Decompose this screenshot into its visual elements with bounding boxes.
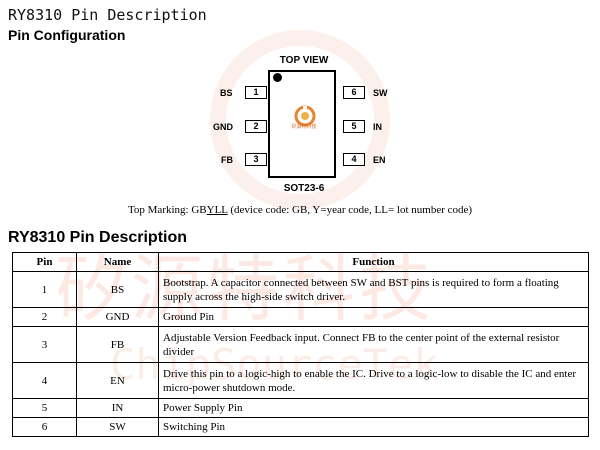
marking-prefix: Top Marking: GB [127, 204, 207, 216]
pin-label-gnd: GND [213, 122, 233, 132]
pin-number-5: 5 [343, 120, 365, 133]
pin-label-sw: SW [373, 88, 388, 98]
pin-number-1: 1 [245, 86, 267, 99]
cell-function: Power Supply Pin [158, 398, 589, 418]
table-row: 1 BS Bootstrap. A capacitor connected be… [12, 271, 589, 308]
logo-text: 矽源特科技 [291, 124, 317, 130]
header-pin: Pin [12, 252, 77, 272]
chip-body [268, 70, 336, 178]
pin-number-6: 6 [343, 86, 365, 99]
cell-name: EN [76, 362, 159, 399]
cell-name: IN [76, 398, 159, 418]
pin1-marker [273, 73, 282, 82]
section-heading-pin-description: RY8310 Pin Description [8, 229, 188, 246]
pin-label-bs: BS [220, 88, 233, 98]
cell-name: GND [76, 307, 159, 327]
cell-name: SW [76, 417, 159, 437]
section-heading-pin-configuration: Pin Configuration [8, 27, 126, 43]
top-marking-note: Top Marking: GBYLL (device code: GB, Y=y… [0, 204, 600, 216]
cell-name: FB [76, 326, 159, 363]
cell-function: Adjustable Version Feedback input. Conne… [158, 326, 589, 363]
cell-name: BS [76, 271, 159, 308]
table-row: 5 IN Power Supply Pin [12, 398, 589, 418]
table-row: 2 GND Ground Pin [12, 307, 589, 327]
table-row: 6 SW Switching Pin [12, 417, 589, 437]
table-header-row: Pin Name Function [12, 252, 589, 272]
marking-suffix: (device code: GB, Y=year code, LL= lot n… [227, 204, 473, 216]
package-label: SOT23-6 [283, 183, 325, 194]
pin-number-3: 3 [245, 153, 267, 166]
cell-function: Ground Pin [158, 307, 589, 327]
pin-number-4: 4 [343, 153, 365, 166]
pin-number-2: 2 [245, 120, 267, 133]
document-title: RY8310 Pin Description [8, 6, 207, 24]
cell-function: Bootstrap. A capacitor connected between… [158, 271, 589, 308]
header-name: Name [76, 252, 159, 272]
cell-pin: 6 [12, 417, 77, 437]
pin-label-fb: FB [221, 155, 233, 165]
cell-pin: 4 [12, 362, 77, 399]
cell-pin: 5 [12, 398, 77, 418]
marking-underlined: YLL [206, 204, 228, 216]
table-row: 3 FB Adjustable Version Feedback input. … [12, 326, 589, 363]
pin-label-in: IN [373, 122, 382, 132]
cell-function: Drive this pin to a logic-high to enable… [158, 362, 589, 399]
chipsourcetek-logo-icon [294, 105, 316, 127]
table-row: 4 EN Drive this pin to a logic-high to e… [12, 362, 589, 399]
cell-function: Switching Pin [158, 417, 589, 437]
cell-pin: 3 [12, 326, 77, 363]
pin-label-en: EN [373, 155, 386, 165]
pin-description-table: Pin Name Function 1 BS Bootstrap. A capa… [12, 252, 589, 437]
top-view-label: TOP VIEW [279, 55, 329, 66]
header-function: Function [158, 252, 589, 272]
cell-pin: 1 [12, 271, 77, 308]
cell-pin: 2 [12, 307, 77, 327]
